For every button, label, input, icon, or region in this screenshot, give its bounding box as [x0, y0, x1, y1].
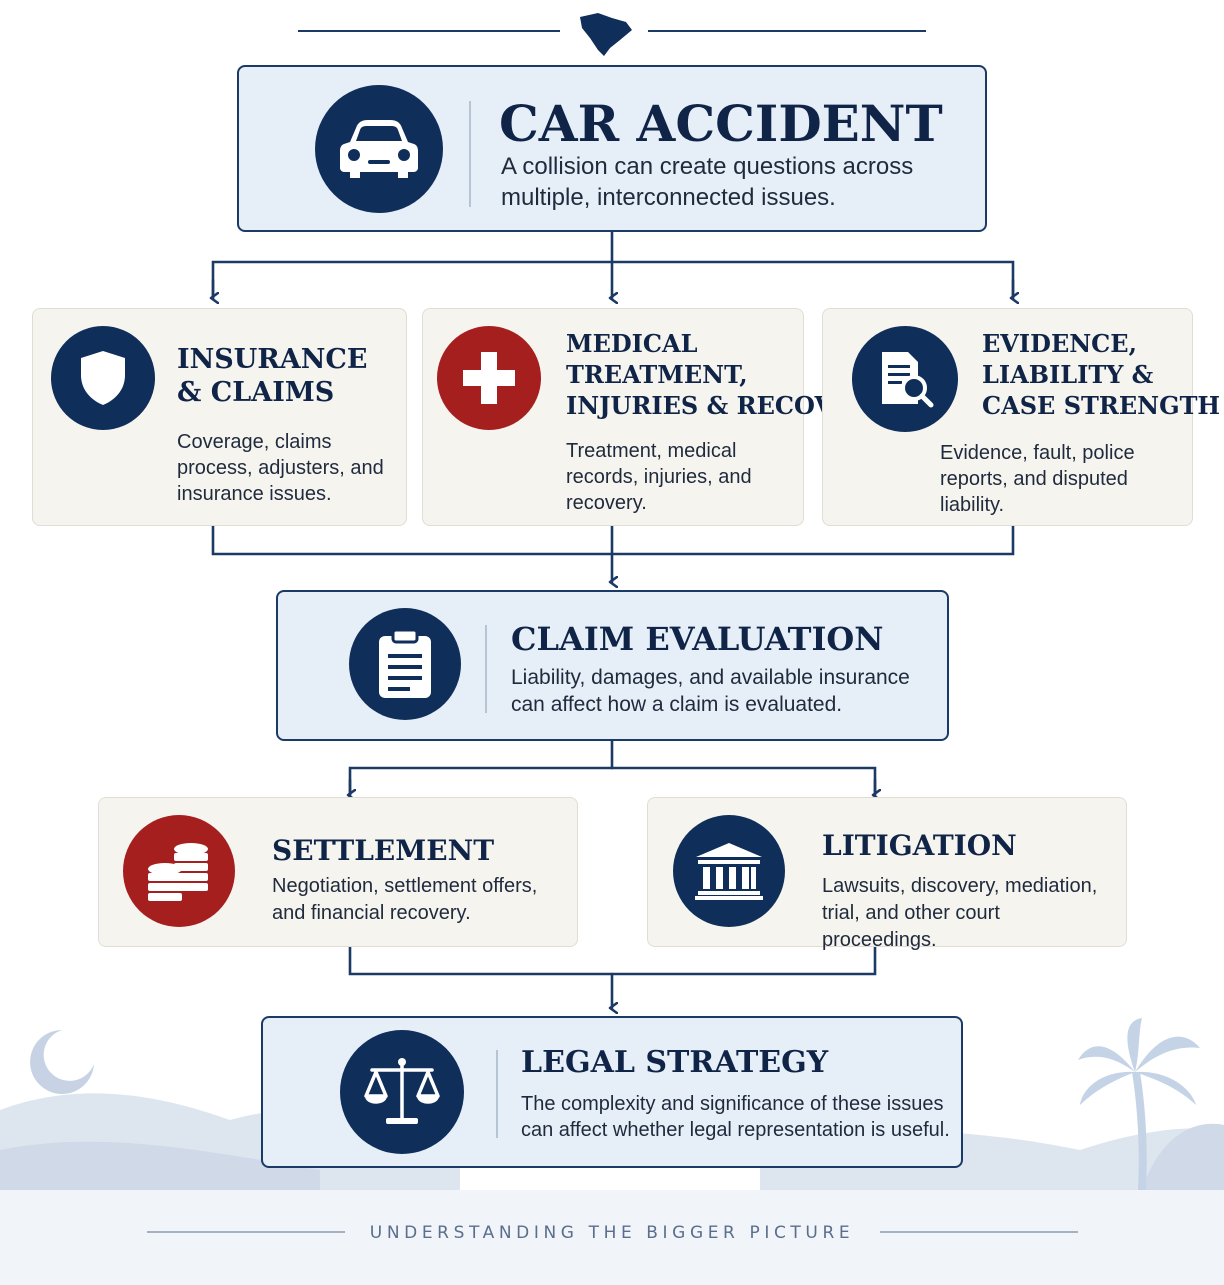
scales-icon [364, 1058, 440, 1124]
document-search-icon [882, 352, 934, 408]
claim-evaluation-description: Liability, damages, and available insura… [511, 666, 910, 716]
clipboard-icon-circle [349, 608, 461, 720]
legal-strategy-description: The complexity and significance of these… [521, 1093, 950, 1141]
connector-lines [213, 230, 1013, 1008]
divider [496, 1050, 498, 1138]
state-silhouette-icon [580, 13, 632, 56]
legal-strategy-title: LEGAL STRATEGY [521, 1045, 829, 1080]
medical-title: MEDICAL TREATMENT, INJURIES & RECOVERY [566, 329, 888, 420]
car-icon-circle [315, 85, 443, 213]
clipboard-icon [379, 628, 431, 698]
palm-tree-icon [1078, 1018, 1200, 1190]
coins-icon [148, 843, 208, 901]
evidence-icon-circle [852, 326, 958, 432]
claim-evaluation-title: CLAIM EVALUATION [511, 620, 884, 658]
settlement-description: Negotiation, settlement offers, and fina… [272, 875, 538, 924]
litigation-title: LITIGATION [822, 829, 1017, 862]
medical-cross-icon [463, 352, 515, 404]
shield-icon [81, 351, 125, 405]
insurance-description: Coverage, claims process, adjusters, and… [177, 431, 384, 505]
medical-icon-circle [437, 326, 541, 430]
insurance-icon-circle [51, 326, 155, 430]
evidence-title: EVIDENCE, LIABILITY & CASE STRENGTH [982, 329, 1221, 420]
footer-caption: UNDERSTANDING THE BIGGER PICTURE [369, 1223, 855, 1243]
scales-icon-circle [340, 1030, 464, 1154]
crescent-moon-icon [30, 1030, 94, 1094]
evidence-description: Evidence, fault, police reports, and dis… [940, 442, 1135, 516]
litigation-description: Lawsuits, discovery, mediation, trial, a… [822, 875, 1098, 951]
settlement-title: SETTLEMENT [272, 834, 495, 867]
medical-description: Treatment, medical records, injuries, an… [566, 440, 752, 514]
courthouse-icon [695, 843, 763, 900]
insurance-title: INSURANCE & CLAIMS [177, 344, 368, 408]
divider [485, 625, 487, 713]
car-accident-description: A collision can create questions across … [501, 153, 914, 211]
litigation-icon-circle [673, 815, 785, 927]
page-title: CAR ACCIDENT [499, 94, 943, 153]
car-icon [340, 120, 418, 178]
settlement-icon-circle [123, 815, 235, 927]
divider [469, 101, 471, 207]
